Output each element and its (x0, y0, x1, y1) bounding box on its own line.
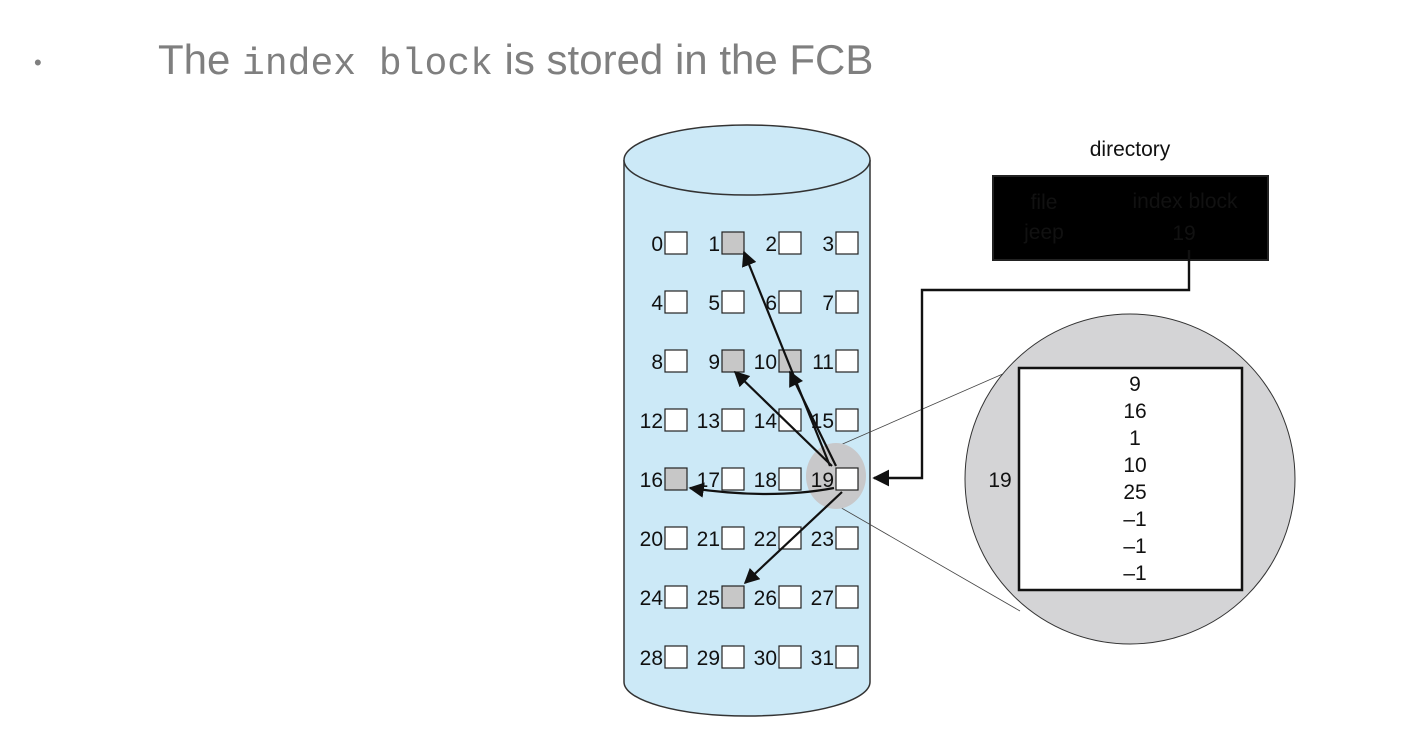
heading-code-term: index block (242, 43, 493, 86)
disk-block-number-14: 14 (754, 410, 778, 433)
disk-block-number-16: 16 (640, 469, 663, 492)
index-entries: 9 16 1 10 25 –1 –1 –1 (1123, 373, 1146, 585)
disk-block-number-1: 1 (708, 233, 720, 256)
directory-pointer-to-index-block (872, 250, 1191, 487)
index-entry: 10 (1123, 454, 1146, 477)
index-block-zoom: 19 9 16 1 10 25 –1 –1 –1 (964, 313, 1296, 645)
disk-block-12 (664, 408, 688, 432)
disk-block-30 (778, 645, 802, 669)
disk-block-28 (664, 645, 688, 669)
heading-text-before: The (158, 36, 243, 83)
disk-block-number-8: 8 (651, 351, 663, 374)
directory-table (992, 175, 1269, 261)
disk-block-15 (835, 408, 859, 432)
pointer-to-block-16 (688, 482, 835, 498)
disk-block-9 (721, 349, 745, 373)
bullet-dot: • (34, 50, 42, 75)
disk-block-number-12: 12 (640, 410, 663, 433)
disk-block-number-22: 22 (754, 528, 777, 551)
disk-block-number-3: 3 (822, 233, 834, 256)
disk-block-number-24: 24 (640, 587, 664, 610)
disk-block-number-27: 27 (811, 587, 834, 610)
disk-block-number-28: 28 (640, 647, 663, 670)
index-pointers (688, 250, 843, 585)
disk-block-16 (664, 467, 688, 491)
heading-text-after: is stored in the FCB (492, 36, 874, 83)
disk-block-number-2: 2 (765, 233, 777, 256)
disk-block-number-0: 0 (651, 233, 663, 256)
disk-block-1 (721, 231, 745, 255)
disk-block-3 (835, 231, 859, 255)
disk-block-19 (835, 467, 859, 491)
disk-block-number-18: 18 (754, 469, 777, 492)
disk-block-number-4: 4 (651, 292, 663, 315)
pointer-to-block-10 (789, 370, 837, 467)
disk-block-26 (778, 585, 802, 609)
disk-block-number-30: 30 (754, 647, 777, 670)
disk-block-23 (835, 526, 859, 550)
disk-block-number-7: 7 (822, 292, 834, 315)
directory-col-file: file (1031, 191, 1058, 214)
disk-block-20 (664, 526, 688, 550)
disk-block-6 (778, 290, 802, 314)
disk-block-number-20: 20 (640, 528, 663, 551)
disk-block-8 (664, 349, 688, 373)
disk-block-number-19: 19 (811, 469, 834, 492)
index-entry: 9 (1129, 373, 1141, 396)
disk-block-number-11: 11 (812, 351, 834, 374)
disk-block-5 (721, 290, 745, 314)
directory-col-index: index block (1132, 190, 1238, 213)
disk-block-14 (778, 408, 802, 432)
disk-block-number-13: 13 (697, 410, 720, 433)
pointer-to-block-9 (733, 370, 833, 467)
disk-block-number-9: 9 (708, 351, 720, 374)
slide-heading: The index block is stored in the FCB (158, 36, 873, 86)
disk-block-25 (721, 585, 745, 609)
directory-row-file: jeep (1023, 221, 1064, 244)
disk-block-number-10: 10 (754, 351, 777, 374)
disk-block-7 (835, 290, 859, 314)
disk-block-number-23: 23 (811, 528, 834, 551)
disk-block-number-6: 6 (765, 292, 777, 315)
directory-row-index: 19 (1172, 222, 1195, 245)
index-entry: 25 (1123, 481, 1146, 504)
disk-block-number-26: 26 (754, 587, 777, 610)
cylinder-top (623, 124, 871, 196)
pointer-to-block-1 (742, 250, 832, 467)
pointer-to-block-25 (743, 491, 843, 585)
disk-block-number-25: 25 (697, 587, 720, 610)
disk-block-2 (778, 231, 802, 255)
disk-block-number-5: 5 (708, 292, 720, 315)
index-block-table (1017, 366, 1244, 592)
disk-block-number-21: 21 (697, 528, 720, 551)
disk-block-27 (835, 585, 859, 609)
disk-block-number-31: 31 (811, 647, 834, 670)
disk-block-17 (721, 467, 745, 491)
index-entry: –1 (1123, 535, 1146, 558)
disk-block-18 (778, 467, 802, 491)
bullet-line: • The index block is stored in the FCB (0, 36, 1000, 92)
disk-block-22 (778, 526, 802, 550)
directory: directory file index block jeep 19 (992, 138, 1269, 261)
disk-block-21 (721, 526, 745, 550)
disk-block-4 (664, 290, 688, 314)
zoom-line-bottom (837, 505, 1021, 612)
index-entry: –1 (1123, 508, 1146, 531)
disk-block-24 (664, 585, 688, 609)
index-entry: –1 (1123, 562, 1146, 585)
disk-block-11 (835, 349, 859, 373)
zoom-block-label: 19 (988, 469, 1011, 492)
index-entry: 16 (1123, 400, 1146, 423)
index-entry: 1 (1129, 427, 1141, 450)
directory-title: directory (1090, 138, 1171, 161)
disk-block-13 (721, 408, 745, 432)
disk-block-29 (721, 645, 745, 669)
disk-block-31 (835, 645, 859, 669)
disk-block-0 (664, 231, 688, 255)
disk-block-number-29: 29 (697, 647, 720, 670)
